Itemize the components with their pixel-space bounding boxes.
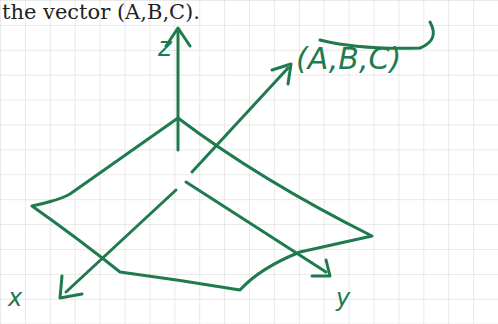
caption-text: the vector (A,B,C). — [2, 2, 200, 23]
axis-label: z — [158, 34, 172, 60]
axis-label: y — [336, 286, 350, 310]
axis-label: x — [8, 286, 22, 310]
vector-label: (A,B,C) — [296, 44, 401, 74]
